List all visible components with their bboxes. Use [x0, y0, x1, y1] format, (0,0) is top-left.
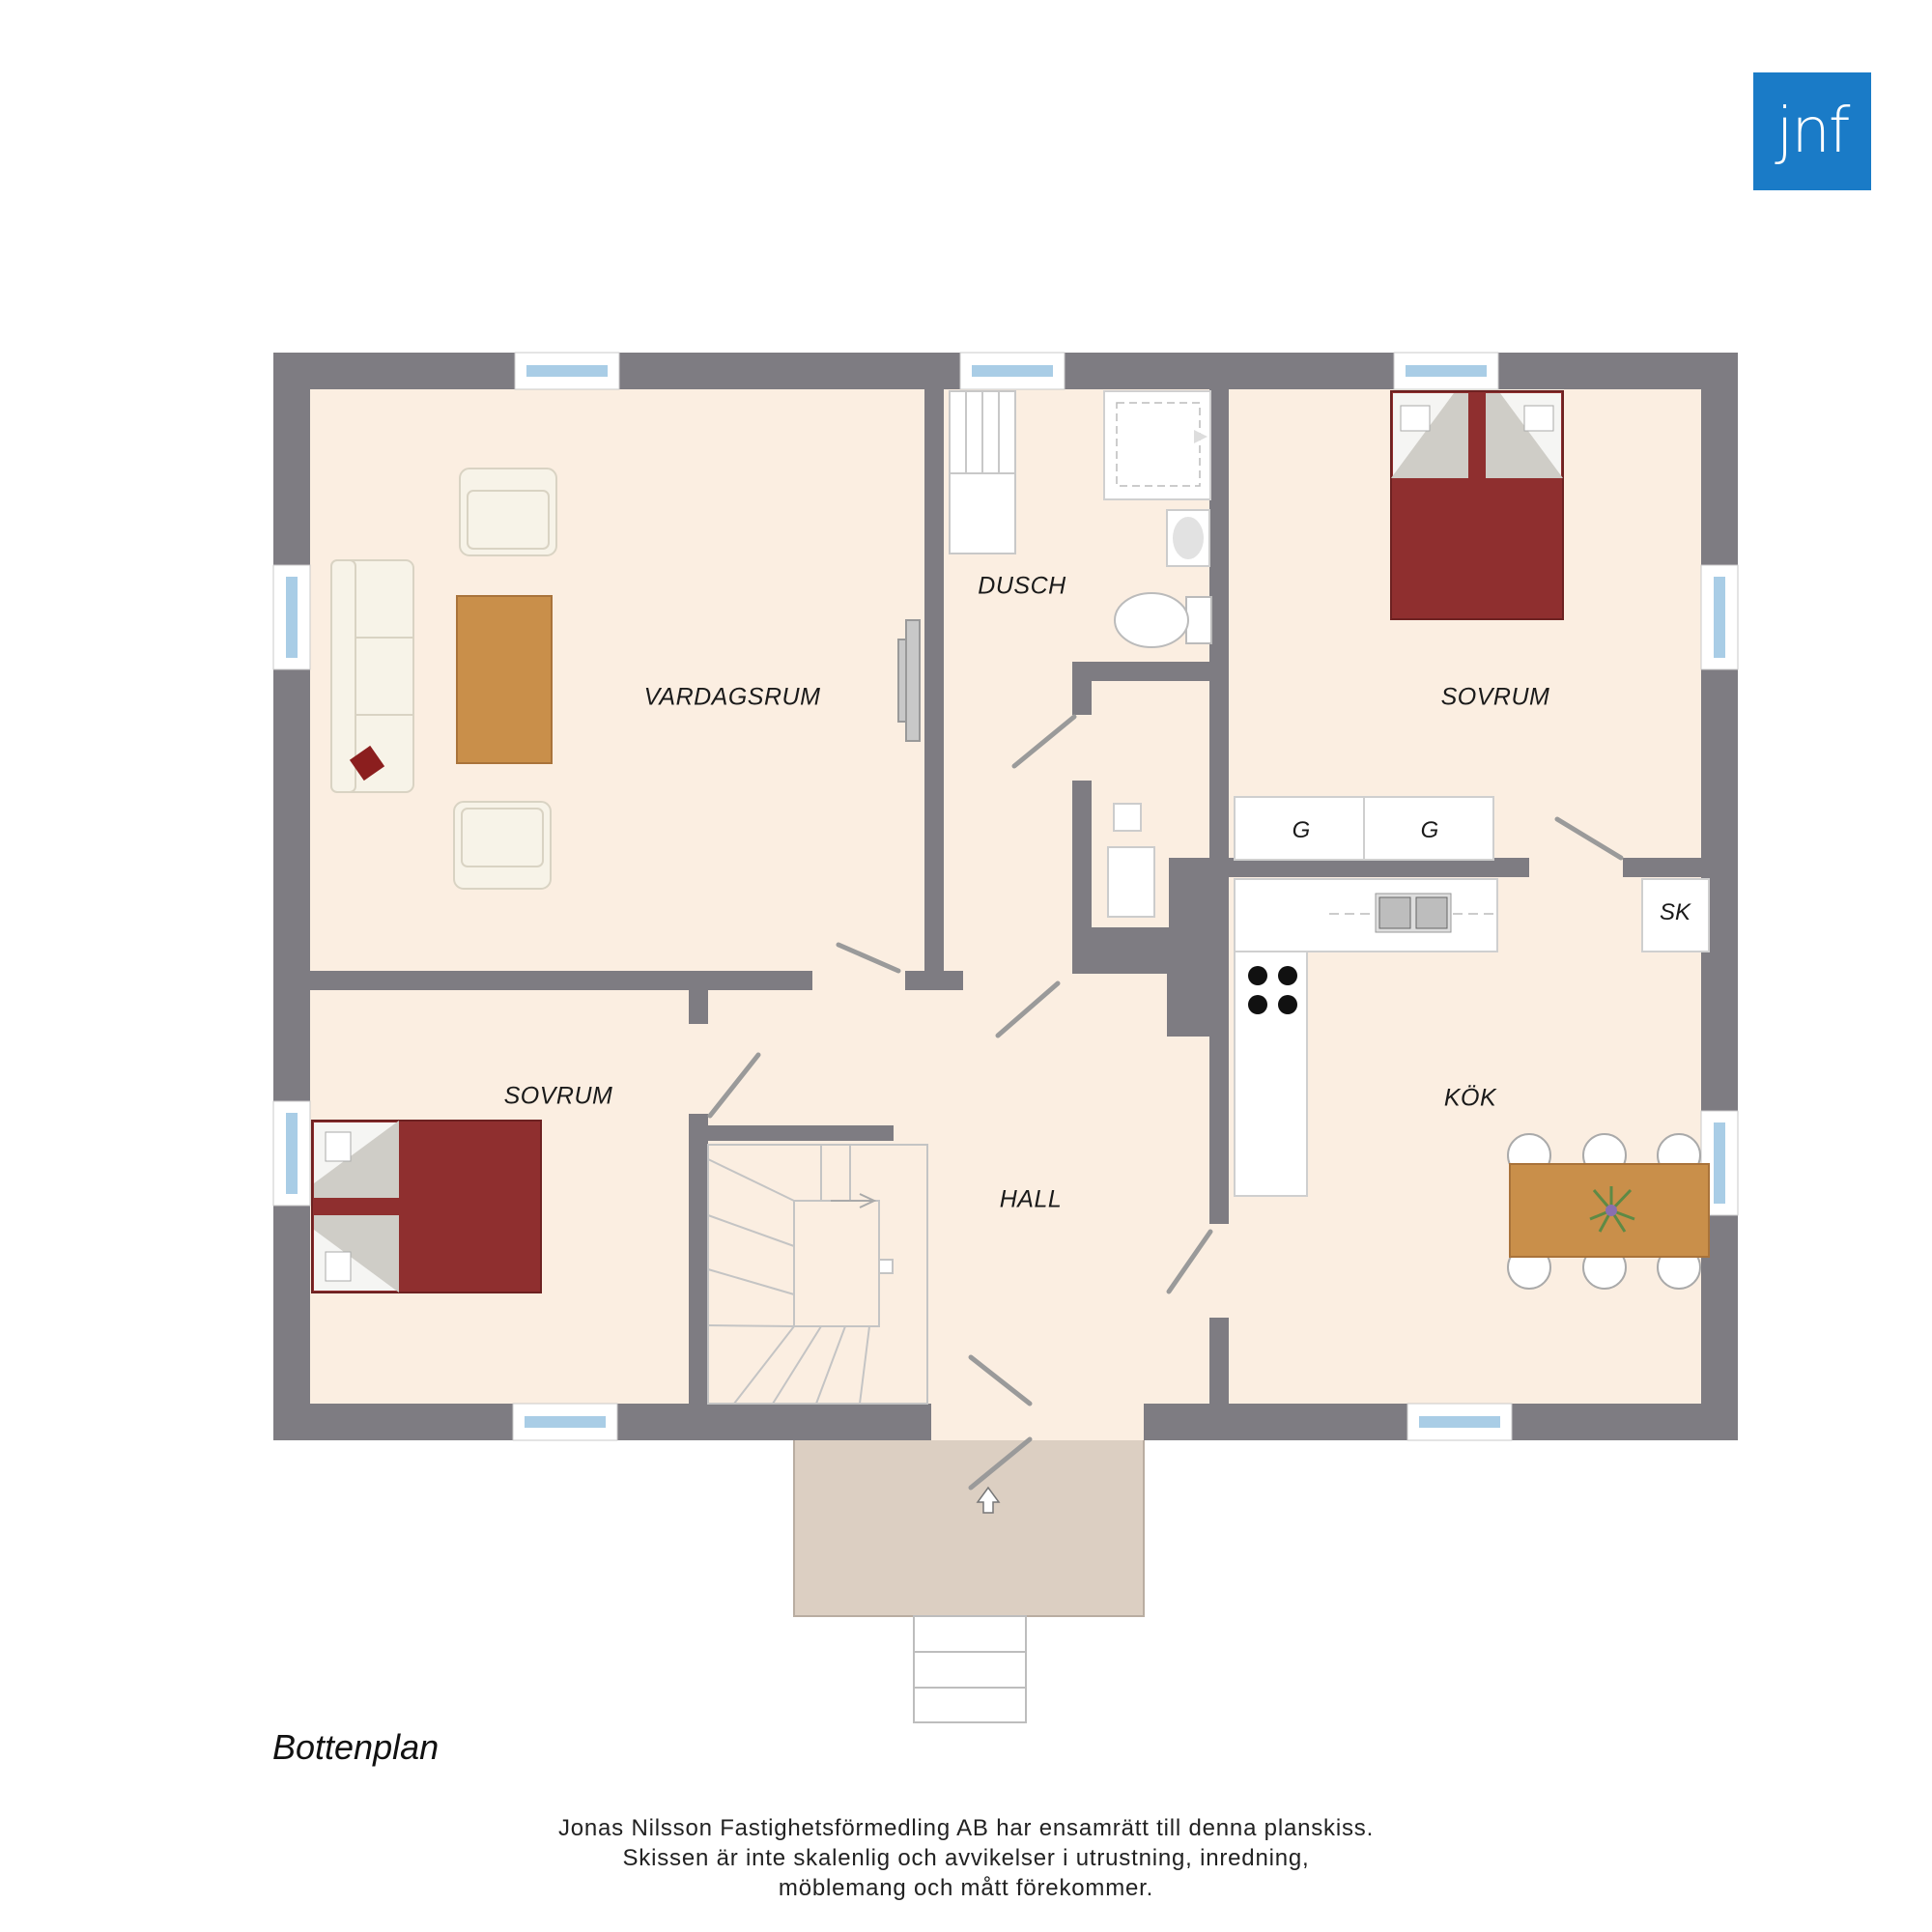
- double-bed-upper: [1390, 390, 1564, 620]
- washbasin: [1166, 509, 1210, 567]
- disclaimer-line-3: möblemang och mått förekommer.: [778, 1875, 1154, 1901]
- storage-cabinet: [1641, 878, 1710, 952]
- cushion: [349, 745, 385, 781]
- windows: [272, 352, 1739, 1441]
- stairs-spiral: [707, 1144, 928, 1405]
- tv: [897, 619, 921, 742]
- shower: [1103, 390, 1211, 500]
- room-label-dusch: DUSCH: [978, 572, 1066, 600]
- stair-arrow-icon: [831, 1193, 877, 1208]
- wardrobe-label-1: G: [1292, 817, 1311, 843]
- stairs-upper: [949, 390, 1016, 554]
- interior-walls: [310, 389, 1701, 1440]
- armchair-bottom: [453, 801, 552, 890]
- coffee-table: [456, 595, 553, 764]
- porch: [793, 1438, 1145, 1617]
- doors: [707, 714, 1624, 1491]
- room-label-sovrum-lower: SOVRUM: [503, 1082, 613, 1110]
- toilet: [1114, 592, 1212, 648]
- jnf-logo: jnf: [1753, 72, 1871, 190]
- room-label-sovrum-upper: SOVRUM: [1440, 683, 1550, 711]
- plan-title: Bottenplan: [272, 1727, 440, 1767]
- kitchen-sink: [1375, 893, 1452, 933]
- entrance-steps: [913, 1615, 1027, 1723]
- wardrobe-label-2: G: [1420, 817, 1439, 843]
- kitchen-counter: [1234, 878, 1498, 1197]
- plant-icon: [1589, 1186, 1635, 1233]
- laundry-machines: [1092, 715, 1169, 927]
- room-label-vardagsrum: VARDAGSRUM: [643, 683, 821, 711]
- wardrobes: [1234, 796, 1494, 861]
- storage-label: SK: [1659, 899, 1691, 925]
- armchair-top: [459, 468, 557, 556]
- room-label-kok: KÖK: [1443, 1084, 1497, 1112]
- entry-arrow-icon: [976, 1486, 1001, 1514]
- room-label-hall: HALL: [999, 1185, 1063, 1213]
- stove: [1248, 966, 1297, 1014]
- disclaimer-line-2: Skissen är inte skalenlig och avvikelser…: [622, 1845, 1310, 1871]
- disclaimer: Jonas Nilsson Fastighetsförmedling AB ha…: [386, 1813, 1546, 1903]
- double-bed-lower: [311, 1120, 542, 1293]
- disclaimer-line-1: Jonas Nilsson Fastighetsförmedling AB ha…: [557, 1815, 1375, 1841]
- sofa: [330, 559, 414, 793]
